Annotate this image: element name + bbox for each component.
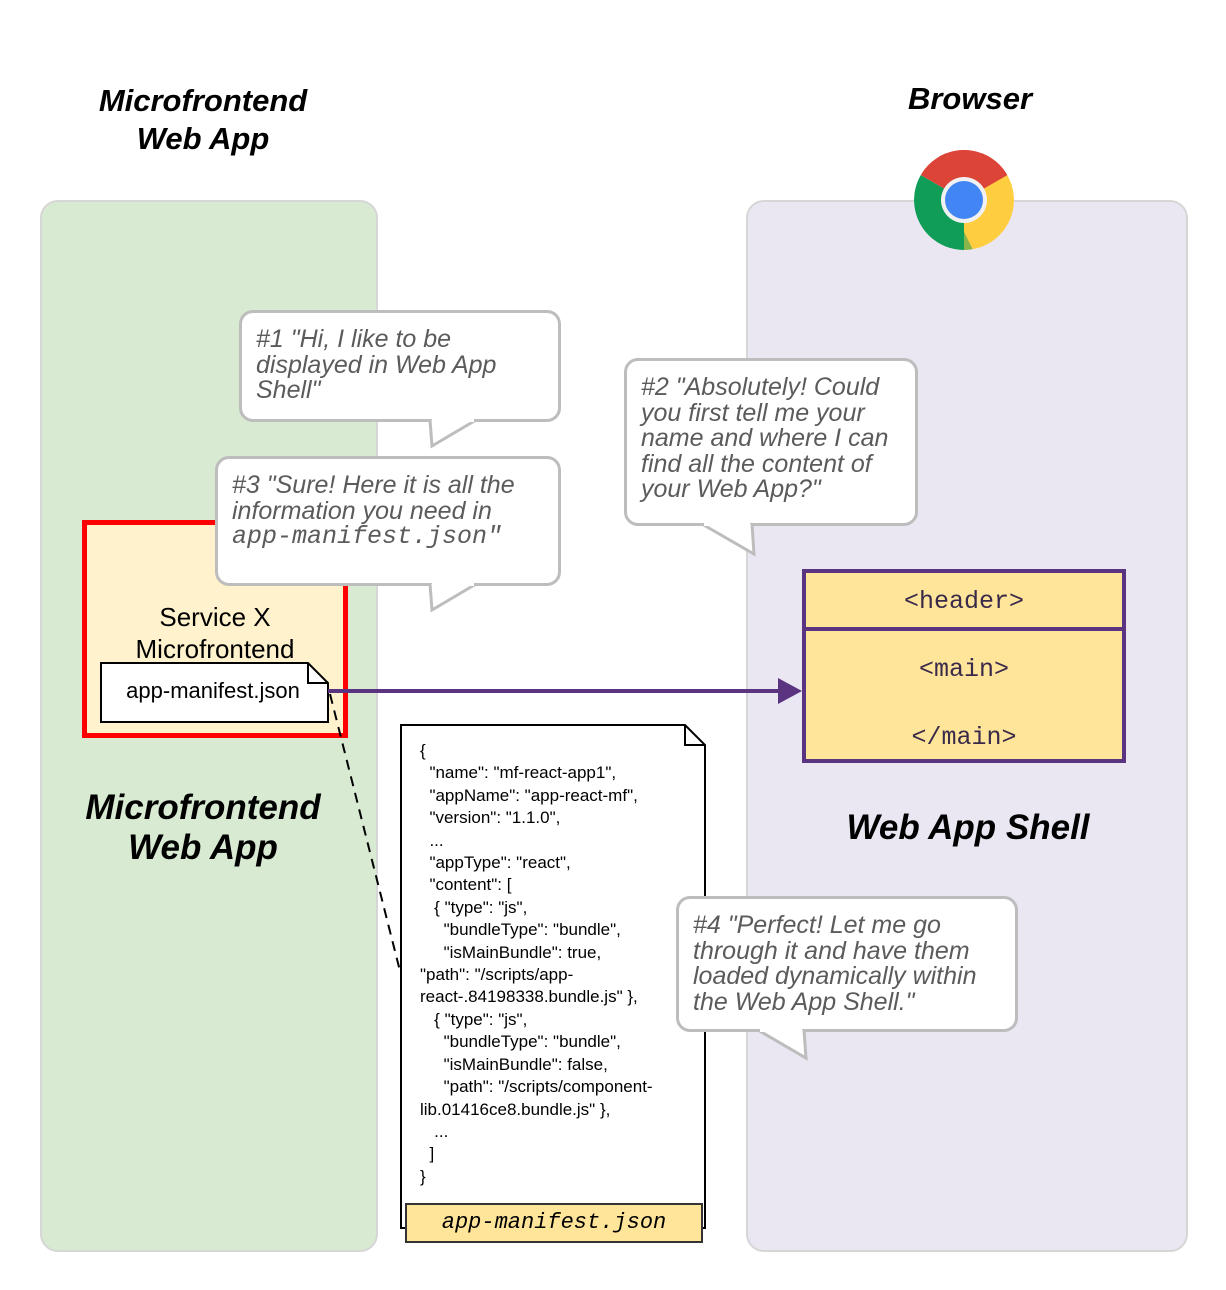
manifest-code-line: "content": [ xyxy=(420,875,512,895)
manifest-code-line: "bundleType": "bundle", xyxy=(420,920,621,940)
manifest-code-line: { xyxy=(420,741,426,760)
manifest-code-line: lib.01416ce8.bundle.js" }, xyxy=(420,1099,611,1119)
bubble-4-line: #4 "Perfect! Let me go xyxy=(693,911,941,939)
bubble-2-tail xyxy=(701,522,756,557)
arrow-head-icon xyxy=(778,678,802,704)
service-x-title-line2: Microfrontend xyxy=(135,634,295,664)
manifest-code-line: "isMainBundle": true, xyxy=(420,942,602,962)
speech-bubble-2: #2 "Absolutely! Could you first tell me … xyxy=(624,358,918,526)
bubble-4-line: loaded dynamically within xyxy=(693,962,977,990)
left-column-title-line1: Microfrontend xyxy=(98,83,308,118)
manifest-code-line: "appName": "app-react-mf", xyxy=(420,785,638,805)
manifest-code-line: "path": "/scripts/component- xyxy=(420,1077,653,1097)
microfrontend-lane-label-line1: Microfrontend xyxy=(85,788,321,827)
manifest-code-line: react-.84198338.bundle.js" }, xyxy=(420,987,638,1007)
main-close-tag: </main> xyxy=(911,723,1017,752)
bubble-1-line: Shell" xyxy=(256,376,321,404)
bubble-1-line: #1 "Hi, I like to be xyxy=(256,325,452,353)
web-app-shell-label: Web App Shell xyxy=(846,808,1090,847)
manifest-file-node[interactable]: app-manifest.json xyxy=(100,662,330,723)
header-tag: <header> xyxy=(903,587,1025,616)
manifest-code-line: { "type": "js", xyxy=(420,897,528,917)
bubble-1-tail xyxy=(428,418,477,449)
manifest-code-line: "version": "1.1.0", xyxy=(420,808,561,828)
service-x-title-line1: Service X xyxy=(159,602,271,632)
bubble-2-line: you first tell me your xyxy=(641,398,865,427)
microfrontend-lane-label-line2: Web App xyxy=(128,828,278,867)
bubble-4-tail xyxy=(757,1028,808,1061)
web-app-shell-box[interactable]: <header> <main> </main> xyxy=(802,569,1126,763)
bubble-2-line: #2 "Absolutely! Could xyxy=(641,373,880,401)
bubble-3-manifest-name: app-manifest.json" xyxy=(232,522,503,551)
speech-bubble-4: #4 "Perfect! Let me go through it and ha… xyxy=(676,896,1018,1032)
service-x-title: Service X Microfrontend xyxy=(87,601,343,665)
manifest-code-line: } xyxy=(420,1166,426,1186)
manifest-code-line: ... xyxy=(420,830,444,850)
shell-header-section: <header> xyxy=(806,573,1122,631)
manifest-code-line: "isMainBundle": false, xyxy=(420,1054,608,1074)
manifest-code-line: "bundleType": "bundle", xyxy=(420,1032,621,1052)
manifest-json-content: { "name": "mf-react-app1", "appName": "a… xyxy=(420,740,700,1188)
bubble-4-line: through it and have them xyxy=(693,936,970,965)
manifest-code-line: ] xyxy=(420,1144,435,1164)
manifest-code-line: { "type": "js", xyxy=(420,1009,528,1029)
manifest-detail-dashed-line xyxy=(329,693,402,976)
manifest-code-line: ... xyxy=(420,1121,449,1141)
bubble-1-line: displayed in Web App xyxy=(256,350,497,379)
microfrontend-lane-label: Microfrontend Web App xyxy=(60,788,346,868)
speech-bubble-1: #1 "Hi, I like to be displayed in Web Ap… xyxy=(239,310,561,422)
bubble-3-line: information you need in xyxy=(232,496,492,525)
bubble-3-line: #3 "Sure! Here it is all the xyxy=(232,471,515,499)
manifest-file-label: app-manifest.json xyxy=(126,678,300,703)
manifest-code-line: "path": "/scripts/app- xyxy=(420,965,574,985)
left-column-title: Microfrontend Web App xyxy=(60,82,346,158)
bubble-2-line: name and where I can xyxy=(641,424,889,452)
left-column-title-line2: Web App xyxy=(136,121,270,156)
bubble-2-line: find all the content of xyxy=(641,449,872,478)
chrome-logo-icon xyxy=(914,150,1014,250)
speech-bubble-3: #3 "Sure! Here it is all the information… xyxy=(215,456,561,586)
bubble-3-tail xyxy=(428,582,477,613)
bubble-2-line: your Web App?" xyxy=(641,475,821,503)
manifest-code-line: "name": "mf-react-app1", xyxy=(420,763,617,783)
manifest-code-line: "appType": "react", xyxy=(420,853,571,873)
manifest-document-title: app-manifest.json xyxy=(405,1203,703,1243)
bubble-4-line: the Web App Shell." xyxy=(693,987,915,1016)
right-column-title: Browser xyxy=(907,81,1033,116)
main-open-tag: <main> xyxy=(918,655,1009,684)
document-shape xyxy=(100,662,329,723)
